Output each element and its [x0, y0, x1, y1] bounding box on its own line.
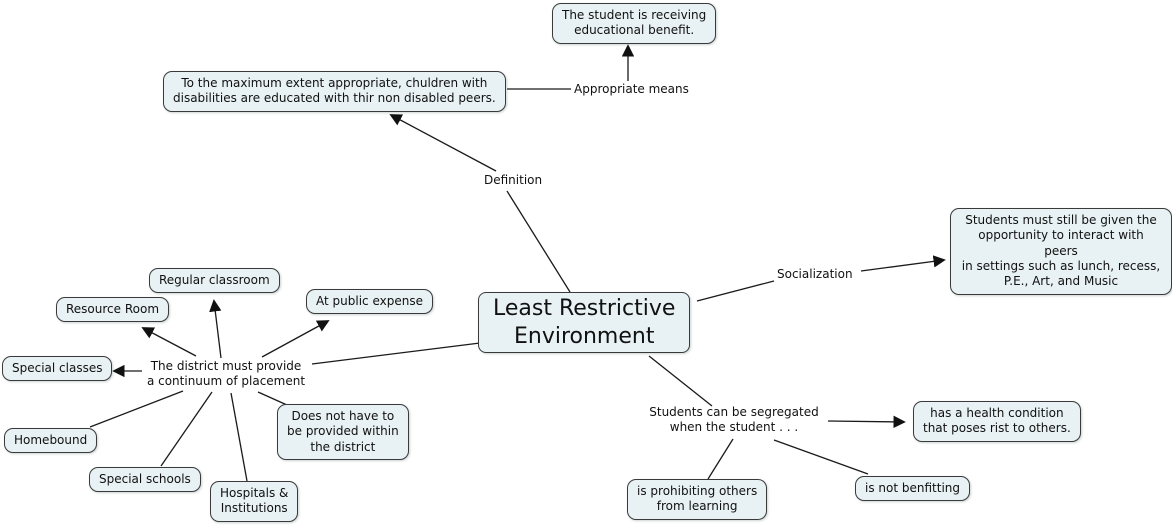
node-special-schools[interactable]: Special schools — [89, 467, 201, 493]
node-resource-room[interactable]: Resource Room — [56, 297, 170, 323]
node-socialization-statement[interactable]: Students must still be given the opportu… — [950, 208, 1172, 295]
node-at-public-expense[interactable]: At public expense — [306, 289, 433, 315]
link-label-definition[interactable]: Definition — [484, 173, 543, 187]
arrow-continuum-atpublicexpense — [261, 320, 330, 358]
node-definition-statement[interactable]: To the maximum extent appropriate, chuld… — [163, 71, 506, 112]
connector-continuum-specialschools — [160, 391, 213, 467]
connector-continuum-homebound — [89, 390, 184, 428]
arrow-continuum-regularclassroom — [209, 299, 222, 359]
arrow-segregated-healthcondition — [827, 415, 906, 429]
connector-root-socialization — [696, 280, 775, 302]
arrow-continuum-resourceroom — [141, 327, 197, 357]
connector-continuum-doesnothaveto — [257, 391, 288, 406]
link-label-segregated[interactable]: Students can be segregated when the stud… — [649, 405, 819, 434]
connector-root-continuum — [311, 342, 481, 365]
node-hospitals-institutions[interactable]: Hospitals & Institutions — [210, 481, 299, 522]
link-label-socialization[interactable]: Socialization — [777, 267, 853, 281]
link-label-appropriate-means[interactable]: Appropriate means — [574, 82, 689, 96]
node-least-restrictive-environment[interactable]: Least Restrictive Environment — [478, 292, 691, 353]
node-does-not-have-to[interactable]: Does not have to be provided within the … — [277, 404, 409, 461]
node-regular-classroom[interactable]: Regular classroom — [149, 268, 280, 294]
node-special-classes[interactable]: Special classes — [2, 356, 113, 382]
arrow-socialization-socializationbox — [860, 255, 946, 272]
link-label-continuum[interactable]: The district must provide a continuum of… — [146, 359, 306, 388]
connector-segregated-prohibiting — [707, 438, 734, 480]
connector-segregated-notbenfitting — [773, 439, 869, 475]
node-educational-benefit[interactable]: The student is receiving educational ben… — [552, 3, 717, 44]
arrow-definition-definitionbox — [389, 114, 497, 172]
node-is-not-benfitting[interactable]: is not benfitting — [855, 476, 970, 502]
connector-definition-root — [506, 190, 571, 293]
connector-root-segregated — [648, 355, 713, 407]
node-health-condition[interactable]: has a health condition that poses rist t… — [913, 401, 1081, 442]
node-prohibiting-others[interactable]: is prohibiting others from learning — [627, 479, 768, 520]
connector-continuum-hospitals — [230, 392, 248, 482]
node-homebound[interactable]: Homebound — [4, 428, 98, 454]
